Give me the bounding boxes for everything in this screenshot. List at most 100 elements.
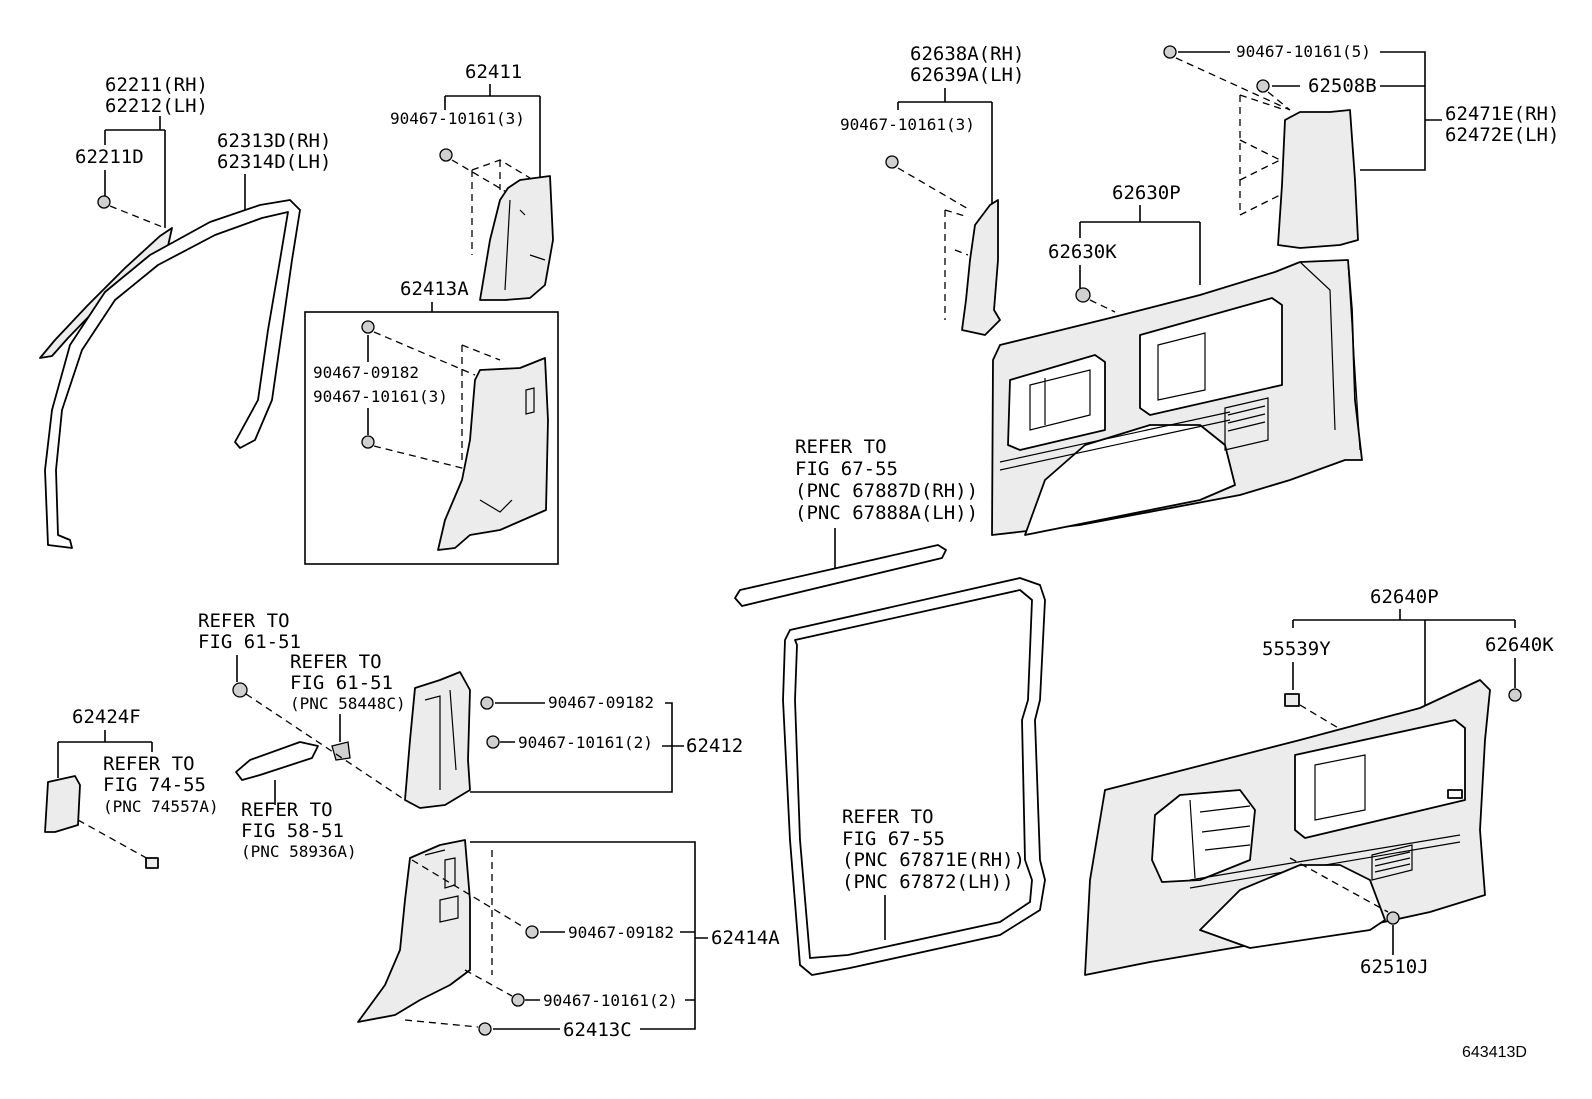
refer-6755-b-line1: REFER TO <box>842 806 934 828</box>
label-62413c: 62413C <box>563 1019 632 1041</box>
refer-5851-line1: REFER TO <box>241 799 333 821</box>
quarter-window-opening <box>1139 297 1283 416</box>
label-62414a-clip2: 90467-10161(2) <box>543 991 678 1010</box>
refer-6755-b-line2: FIG 67-55 <box>842 828 945 850</box>
refer-6151-a-line1: REFER TO <box>198 610 290 632</box>
label-clip-10161-5: 90467-10161(5) <box>1236 42 1371 61</box>
clip-74557a-icon <box>145 857 159 869</box>
label-62471e-rh: 62471E(RH) <box>1445 103 1559 125</box>
label-62212-lh: 62212(LH) <box>105 95 208 117</box>
refer-6755-a-line1: REFER TO <box>795 436 887 458</box>
pillar-garnish-62412[interactable] <box>404 671 471 809</box>
refer-6755-a-line4: (PNC 67888A(LH)) <box>795 502 978 524</box>
label-62313d-rh: 62313D(RH) <box>217 130 331 152</box>
back-door-pillar-garnish[interactable] <box>1277 109 1359 249</box>
refer-7455-line3: (PNC 74557A) <box>103 797 219 816</box>
wheel-house-lower <box>1199 864 1386 949</box>
label-62413a-clip2: 90467-10161(3) <box>313 387 448 406</box>
label-62413a: 62413A <box>400 278 469 300</box>
clip-62510j-icon <box>1386 911 1400 925</box>
quarter-trim-lower-group: 62640P 55539Y 62640K 62510J <box>1084 586 1554 978</box>
label-62640k: 62640K <box>1485 634 1554 656</box>
label-62411-clip: 90467-10161(3) <box>390 109 525 128</box>
nut-icon <box>331 741 351 761</box>
slide-door-weatherstrip[interactable] <box>782 577 1046 976</box>
clip-icon <box>439 148 453 162</box>
wheel-house-cover <box>1024 424 1236 536</box>
label-55539y: 55539Y <box>1262 638 1331 660</box>
clip-icon <box>486 735 500 749</box>
label-62414a: 62414A <box>711 927 780 949</box>
refer-6755-a-line2: FIG 67-55 <box>795 458 898 480</box>
refer-7455-line1: REFER TO <box>103 753 195 775</box>
clip-icon <box>361 435 375 449</box>
front-pillar-lower-62412-group: 90467-09182 90467-10161(2) 62412 <box>404 671 743 809</box>
label-62424f: 62424F <box>72 706 141 728</box>
door-weatherstrips-group: REFER TO FIG 67-55 (PNC 67887D(RH)) (PNC… <box>734 436 1046 976</box>
clip-62640k-icon <box>1508 688 1522 702</box>
label-62211d: 62211D <box>75 146 144 168</box>
refer-6755-b-line4: (PNC 67872(LH)) <box>842 871 1014 893</box>
refer-6151-b-line2: FIG 61-51 <box>290 672 393 694</box>
clip-icon <box>525 925 539 939</box>
clip-62630k-icon <box>1075 287 1091 303</box>
label-62630p: 62630P <box>1112 182 1181 204</box>
bracket-62424f[interactable] <box>44 775 81 833</box>
label-62411: 62411 <box>465 61 522 83</box>
clip-55539y-icon <box>1284 693 1300 707</box>
clip-62508b-icon <box>1256 79 1270 93</box>
label-62639a-lh: 62639A(LH) <box>910 64 1024 86</box>
clip-icon <box>361 320 375 334</box>
pillar-lower-62414a-group: 90467-09182 62414A 90467-10161(2) 62413C <box>357 839 780 1041</box>
label-62412: 62412 <box>686 735 743 757</box>
label-62630k: 62630K <box>1048 241 1117 263</box>
label-62638-clip: 90467-10161(3) <box>840 115 975 134</box>
label-62638a-rh: 62638A(RH) <box>910 43 1024 65</box>
storage-box <box>1151 789 1256 883</box>
diagram-id: 643413D <box>1462 1044 1527 1061</box>
refer-7455-line2: FIG 74-55 <box>103 774 206 796</box>
label-62640p: 62640P <box>1370 586 1439 608</box>
detail-box <box>304 311 559 565</box>
label-62510j: 62510J <box>1360 956 1429 978</box>
refer-6755-a-line3: (PNC 67887D(RH)) <box>795 480 978 502</box>
label-62414a-clip1: 90467-09182 <box>568 923 674 942</box>
clip-icon <box>1163 45 1177 59</box>
refer-5851-line3: (PNC 58936A) <box>241 842 357 861</box>
door-opening-weatherstrip[interactable] <box>44 199 301 549</box>
bolt-icon <box>232 682 248 698</box>
label-62412-clip1: 90467-09182 <box>548 693 654 712</box>
refer-6151-5851-group: REFER TO FIG 61-51 REFER TO FIG 61-51 (P… <box>198 610 406 861</box>
assist-grip-cover[interactable] <box>235 741 319 781</box>
storage-pocket <box>1007 354 1106 451</box>
refer-6151-b-line1: REFER TO <box>290 651 382 673</box>
quarter-trim-upper-group: 62630P 62630K <box>991 182 1363 536</box>
pillar-garnish-62414a[interactable] <box>357 839 471 1023</box>
a-pillar-garnish-group: 62211(RH) 62212(LH) 62211D 62313D(RH) 62… <box>39 74 331 549</box>
label-62412-clip2: 90467-10161(2) <box>518 733 653 752</box>
center-pillar-upper-garnish[interactable] <box>479 175 554 301</box>
label-62211-rh: 62211(RH) <box>105 74 208 96</box>
label-62472e-lh: 62472E(LH) <box>1445 124 1559 146</box>
center-pillar-upper-group: 62411 90467-10161(3) <box>390 61 554 301</box>
refer-6755-b-line3: (PNC 67871E(RH)) <box>842 849 1025 871</box>
clip-icon <box>511 993 525 1007</box>
clip-icon <box>480 696 494 710</box>
box-62413a: 62413A 90467-09182 90467-10161(3) <box>304 278 559 565</box>
refer-6151-a-line2: FIG 61-51 <box>198 631 301 653</box>
back-door-pillar-group: 90467-10161(5) 62508B 62471E(RH) 62472E(… <box>1163 42 1559 249</box>
window-opening-lower <box>1294 719 1466 839</box>
refer-5851-line2: FIG 58-51 <box>241 820 344 842</box>
quarter-pillar-garnish[interactable] <box>961 199 1001 336</box>
bolt-62413c-icon <box>478 1022 492 1036</box>
bracket-62424f-group: 62424F REFER TO FIG 74-55 (PNC 74557A) <box>44 706 219 869</box>
label-62413a-clip1: 90467-09182 <box>313 363 419 382</box>
clip-62211d-icon <box>97 195 111 209</box>
label-62508b: 62508B <box>1308 75 1377 97</box>
center-pillar-lower-garnish[interactable] <box>437 357 549 551</box>
belt-moulding-strip[interactable] <box>734 544 947 607</box>
clip-slot <box>1447 789 1463 799</box>
quarter-pillar-group: 62638A(RH) 62639A(LH) 90467-10161(3) <box>840 43 1024 336</box>
clip-icon <box>885 155 899 169</box>
